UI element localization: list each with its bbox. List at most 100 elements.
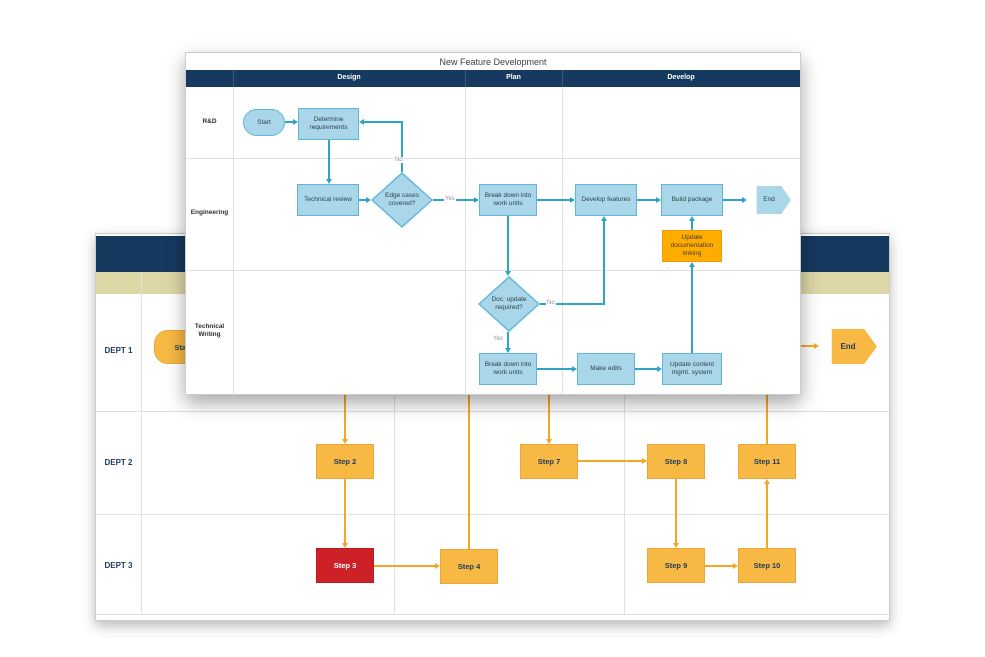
fg-node-edge-cases-decision[interactable]: Edge cases covered? bbox=[371, 172, 433, 228]
connector-line bbox=[537, 199, 570, 201]
connector-line bbox=[285, 121, 293, 123]
grid-line bbox=[96, 614, 889, 615]
lane-label-dept1: DEPT 1 bbox=[104, 346, 133, 355]
lane-label-rnd: R&D bbox=[202, 118, 217, 125]
arrowhead bbox=[435, 563, 440, 569]
arrowhead bbox=[642, 458, 647, 464]
bg-node-step10[interactable]: Step 10 bbox=[738, 548, 796, 583]
connector-line bbox=[328, 140, 330, 179]
grid-line bbox=[96, 411, 889, 412]
diamond-label: Edge cases covered? bbox=[385, 192, 419, 207]
bg-node-end[interactable]: End bbox=[831, 329, 877, 364]
lane-label-engineering: Engineering bbox=[190, 209, 229, 216]
arrowhead bbox=[546, 439, 552, 444]
connector-line bbox=[603, 221, 605, 305]
connector-line bbox=[468, 384, 470, 549]
arrowhead bbox=[342, 543, 348, 548]
arrowhead bbox=[764, 479, 770, 484]
arrowhead bbox=[673, 543, 679, 548]
arrowhead bbox=[293, 119, 298, 125]
bg-node-step11[interactable]: Step 11 bbox=[738, 444, 796, 479]
arrowhead bbox=[733, 563, 738, 569]
connector-line bbox=[344, 384, 346, 439]
connector-line bbox=[705, 565, 733, 567]
grid-line bbox=[186, 158, 800, 159]
connector-line bbox=[507, 216, 509, 271]
connector-line bbox=[507, 332, 509, 348]
bg-node-step2[interactable]: Step 2 bbox=[316, 444, 374, 479]
arrowhead bbox=[656, 197, 661, 203]
fg-node-end[interactable]: End bbox=[756, 186, 791, 214]
edge-label-yes: Yes bbox=[444, 196, 456, 202]
bg-node-step9[interactable]: Step 9 bbox=[647, 548, 705, 583]
feature-dev-flowchart-panel: New Feature Development Design Plan Deve… bbox=[185, 52, 801, 395]
arrowhead bbox=[657, 366, 662, 372]
grid-line bbox=[394, 294, 395, 614]
fg-node-determine-requirements[interactable]: Determine requirements bbox=[298, 108, 359, 140]
lane-label-technical-writing: Technical Writing bbox=[194, 323, 225, 338]
grid-line bbox=[186, 270, 800, 271]
grid-line bbox=[465, 87, 466, 395]
arrowhead bbox=[474, 197, 479, 203]
connector-line bbox=[791, 345, 814, 347]
connector-line bbox=[637, 199, 656, 201]
fg-node-break-down-plan[interactable]: Break down into work units bbox=[479, 184, 537, 216]
connector-line bbox=[364, 121, 403, 123]
connector-line bbox=[766, 384, 768, 444]
phase-label-design: Design bbox=[337, 74, 361, 81]
connector-line bbox=[635, 368, 657, 370]
arrowhead bbox=[366, 197, 371, 203]
arrowhead bbox=[342, 439, 348, 444]
arrowhead bbox=[689, 216, 695, 221]
fg-node-technical-review[interactable]: Technical review bbox=[297, 184, 359, 216]
header-separator bbox=[465, 70, 466, 87]
edge-label-no: No bbox=[394, 157, 404, 163]
lane-label-dept2: DEPT 2 bbox=[104, 458, 133, 467]
phase-header-band bbox=[186, 70, 800, 87]
header-separator bbox=[233, 70, 234, 87]
fg-node-update-doc-linking[interactable]: Update documentation linking bbox=[662, 230, 722, 262]
arrowhead bbox=[689, 262, 695, 267]
bg-node-step3[interactable]: Step 3 bbox=[316, 548, 374, 583]
connector-line bbox=[723, 199, 742, 201]
phase-label-develop: Develop bbox=[667, 74, 695, 81]
fg-node-update-cms[interactable]: Update content mgmt. system bbox=[662, 353, 722, 385]
connector-line bbox=[691, 221, 693, 230]
arrowhead bbox=[326, 179, 332, 184]
connector-line bbox=[675, 479, 677, 543]
fg-node-make-edits[interactable]: Make edits bbox=[577, 353, 635, 385]
connector-line bbox=[401, 122, 403, 172]
connector-line bbox=[691, 267, 693, 353]
bg-node-step8[interactable]: Step 8 bbox=[647, 444, 705, 479]
connector-line bbox=[359, 199, 366, 201]
grid-line bbox=[141, 272, 142, 614]
header-separator bbox=[562, 70, 563, 87]
edge-label-no: No bbox=[546, 300, 556, 306]
edge-label-yes: Yes bbox=[492, 336, 504, 342]
grid-line bbox=[96, 514, 889, 515]
connector-line bbox=[540, 303, 605, 305]
bg-node-step7[interactable]: Step 7 bbox=[520, 444, 578, 479]
fg-node-break-down-tw[interactable]: Break down into work units bbox=[479, 353, 537, 385]
diagram-title: New Feature Development bbox=[439, 57, 547, 67]
arrowhead bbox=[601, 216, 607, 221]
bg-node-step4[interactable]: Step 4 bbox=[440, 549, 498, 584]
grid-line bbox=[562, 87, 563, 395]
fg-node-build-package[interactable]: Build package bbox=[661, 184, 723, 216]
arrowhead bbox=[572, 366, 577, 372]
fg-node-start[interactable]: Start bbox=[243, 109, 285, 136]
arrowhead bbox=[505, 348, 511, 353]
fg-node-develop-features[interactable]: Develop features bbox=[575, 184, 637, 216]
arrowhead bbox=[570, 197, 575, 203]
connector-line bbox=[374, 565, 435, 567]
phase-label-plan: Plan bbox=[506, 74, 521, 81]
connector-line bbox=[548, 384, 550, 439]
fg-node-doc-update-decision[interactable]: Doc. update required? bbox=[478, 276, 540, 332]
connector-line bbox=[766, 484, 768, 548]
diamond-label: Doc. update required? bbox=[491, 296, 527, 311]
lane-label-dept3: DEPT 3 bbox=[104, 561, 133, 570]
arrowhead bbox=[742, 197, 747, 203]
arrowhead bbox=[359, 119, 364, 125]
connector-line bbox=[578, 460, 642, 462]
